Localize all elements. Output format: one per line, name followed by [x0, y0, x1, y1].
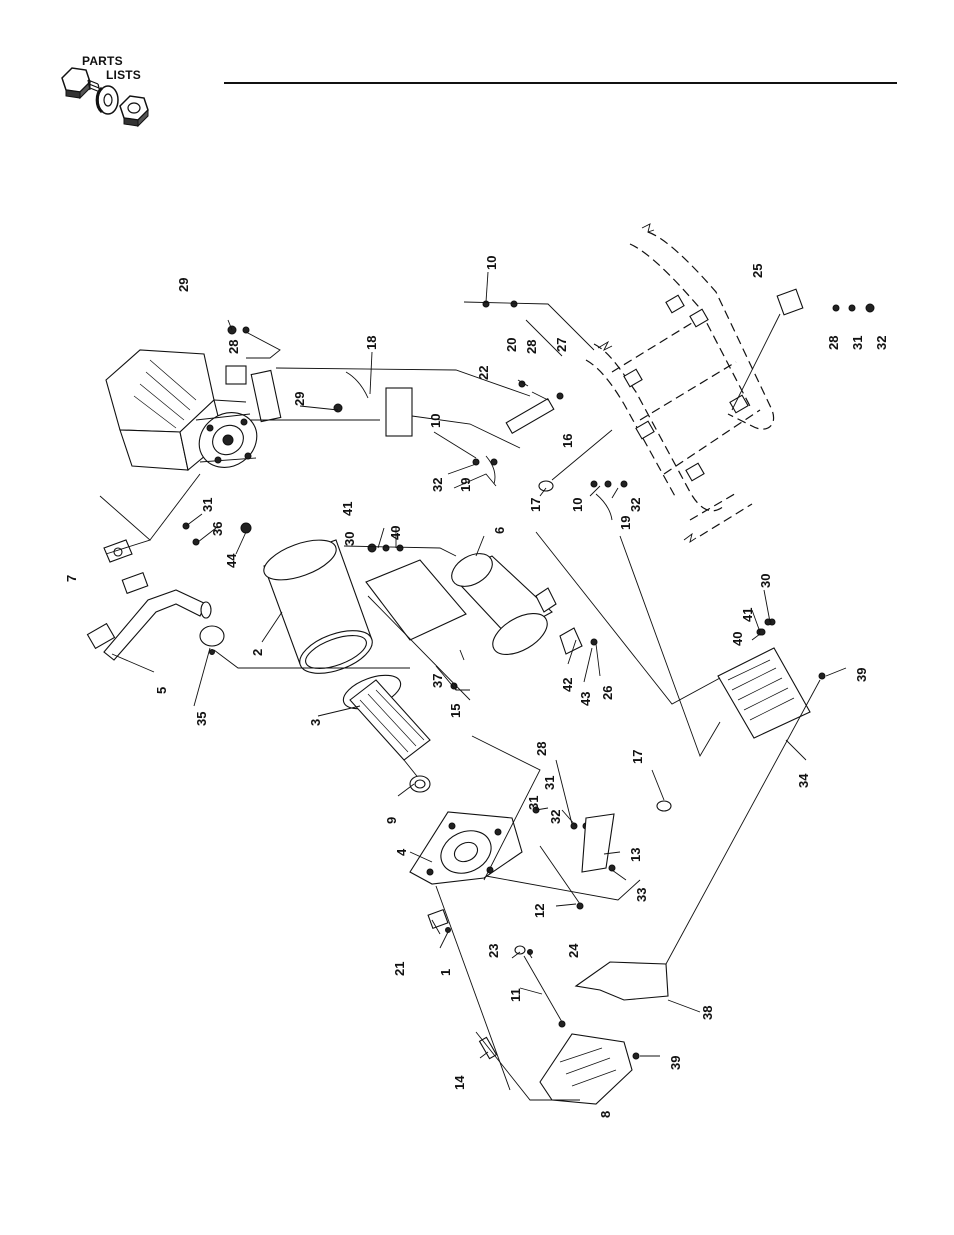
callout-16: 16	[560, 434, 575, 448]
callout-42: 42	[560, 678, 575, 692]
exhaust-pipe	[87, 540, 211, 660]
callout-19-frame: 19	[618, 516, 633, 530]
callout-40-right: 40	[730, 632, 745, 646]
callout-44: 44	[224, 553, 239, 568]
callout-14: 14	[452, 1075, 467, 1090]
callout-28-right: 28	[826, 336, 841, 350]
callout-32-right: 32	[874, 336, 889, 350]
callout-22: 22	[476, 366, 491, 380]
end-bell	[410, 812, 522, 884]
callout-30-left: 30	[342, 532, 357, 546]
stator-assembly	[339, 669, 430, 792]
callout-32-mid: 32	[430, 478, 445, 492]
callout-9: 9	[384, 817, 399, 824]
callout-3: 3	[308, 719, 323, 726]
callout-35: 35	[194, 712, 209, 726]
callout-31-lower: 31	[542, 776, 557, 790]
callout-33: 33	[634, 888, 649, 902]
callout-39-lower: 39	[668, 1056, 683, 1070]
callout-12: 12	[532, 904, 547, 918]
rotor-housing	[259, 532, 378, 682]
callout-10-frame: 10	[570, 498, 585, 512]
callout-39-right: 39	[854, 668, 869, 682]
callout-18: 18	[364, 336, 379, 350]
callout-32-lower: 32	[548, 810, 563, 824]
callout-26: 26	[600, 686, 615, 700]
callout-11: 11	[508, 988, 523, 1002]
callout-28-b: 28	[524, 340, 539, 354]
callout-25: 25	[750, 264, 765, 278]
callout-30-right: 30	[758, 574, 773, 588]
callout-19-mid: 19	[458, 478, 473, 492]
callout-10-mid: 10	[428, 414, 443, 428]
callout-28-lower: 28	[534, 742, 549, 756]
callout-20: 20	[504, 338, 519, 352]
callout-15: 15	[448, 704, 463, 718]
callout-24: 24	[566, 943, 581, 958]
front-end-cover	[540, 1034, 639, 1104]
mounting-bracket	[576, 962, 668, 1000]
callout-32-frame: 32	[628, 498, 643, 512]
callout-1: 1	[438, 969, 453, 976]
callout-7: 7	[64, 575, 79, 582]
callout-28-top: 28	[226, 340, 241, 354]
control-panel-box	[366, 547, 597, 663]
callout-43: 43	[578, 692, 593, 706]
callout-17-top: 17	[528, 498, 543, 512]
callout-40-left: 40	[388, 526, 403, 540]
callout-23: 23	[486, 944, 501, 958]
callout-31-bolt: 31	[526, 796, 541, 810]
callout-6: 6	[492, 527, 507, 534]
callout-31-right: 31	[850, 336, 865, 350]
callout-36: 36	[210, 522, 225, 536]
callout-17-lower: 17	[630, 750, 645, 764]
callout-38: 38	[700, 1006, 715, 1020]
callout-13: 13	[628, 848, 643, 862]
callout-21: 21	[392, 962, 407, 976]
callout-41-left: 41	[340, 502, 355, 516]
callout-34: 34	[796, 773, 811, 788]
callout-5: 5	[154, 687, 169, 694]
callout-27: 27	[554, 338, 569, 352]
callout-29-mid: 29	[292, 392, 307, 406]
callout-2: 2	[250, 649, 265, 656]
callout-4: 4	[394, 848, 409, 856]
callout-37: 37	[430, 674, 445, 688]
callout-8: 8	[598, 1111, 613, 1118]
engine-assembly	[106, 350, 281, 479]
callout-41-right: 41	[740, 608, 755, 622]
callout-29-top: 29	[176, 278, 191, 292]
callout-31-left: 31	[200, 498, 215, 512]
callout-10-top: 10	[484, 256, 499, 270]
